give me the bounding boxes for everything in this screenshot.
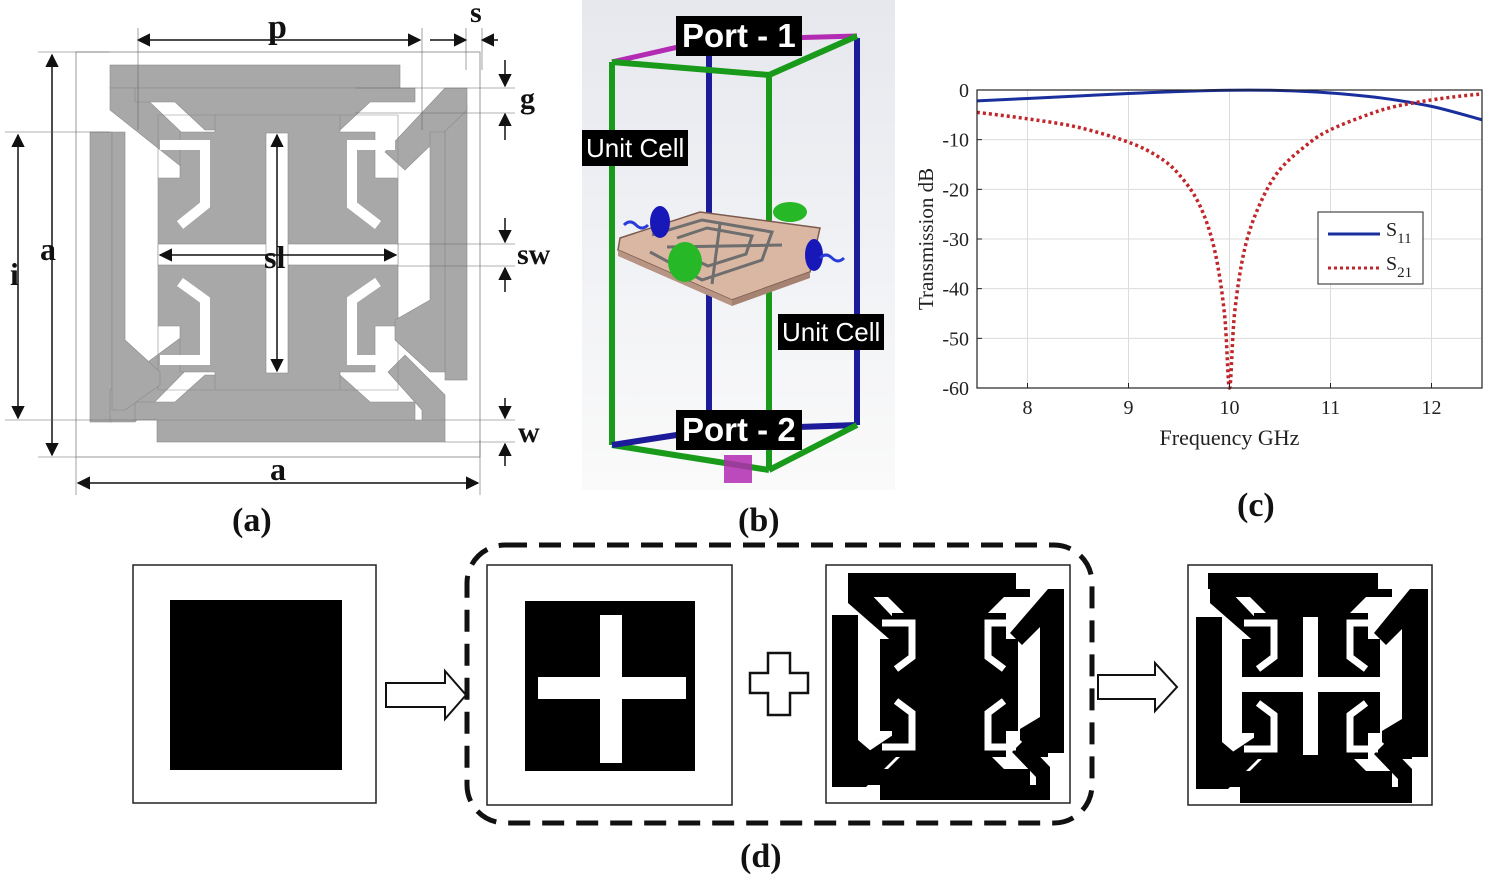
unit-cell-geometry-diagram: p s g a i sl sw w a <box>5 0 551 495</box>
unit-cell-label-right: Unit Cell <box>778 314 885 350</box>
caption-b: (b) <box>738 502 780 539</box>
step-cross-slot-patch <box>486 564 733 806</box>
transmission-chart: 8 9 10 11 12 0 -10 -20 -30 -40 -50 -60 Frequency GH… <box>914 80 1483 450</box>
label-p: p <box>268 9 287 46</box>
x-tick-label: 8 <box>1023 397 1033 419</box>
label-g: g <box>520 82 535 115</box>
plus-icon <box>748 651 810 717</box>
label-a-bottom: a <box>270 451 286 487</box>
label-i: i <box>10 256 19 292</box>
chart-ticks: 8 9 10 11 12 0 -10 -20 -30 -40 -50 -60 <box>942 80 1441 419</box>
arrow-icon <box>385 668 468 722</box>
panel-c: 8 9 10 11 12 0 -10 -20 -30 -40 -50 -60 Frequency GH… <box>905 70 1490 460</box>
step-outer-pattern <box>825 564 1071 804</box>
x-tick-label: 12 <box>1422 397 1442 419</box>
panel-d <box>0 535 1493 883</box>
caption-a: (a) <box>232 502 272 539</box>
corner-slots <box>160 140 395 365</box>
metal-pattern <box>89 64 468 443</box>
label-sl: sl <box>264 239 285 275</box>
caption-c: (c) <box>1237 487 1275 524</box>
panel-b: Port - 1 Port - 2 Unit Cell Unit Cell <box>582 0 895 490</box>
panel-a: p s g a i sl sw w a <box>0 0 580 545</box>
y-tick-label: 0 <box>959 80 969 102</box>
port-2-label: Port - 2 <box>676 410 802 450</box>
x-tick-label: 9 <box>1124 397 1134 419</box>
arrow-icon <box>1097 660 1179 714</box>
y-tick-label: -20 <box>942 179 969 201</box>
label-a-left: a <box>40 231 56 267</box>
plot-frame <box>976 89 1483 389</box>
step-solid-patch <box>132 564 377 804</box>
y-tick-label: -10 <box>942 130 969 152</box>
y-axis-label: Transmission dB <box>914 168 938 310</box>
label-sw: sw <box>517 238 551 271</box>
x-axis-label: Frequency GHz <box>1160 425 1300 450</box>
y-tick-label: -40 <box>942 279 969 301</box>
y-tick-label: -50 <box>942 328 969 350</box>
y-tick-label: -30 <box>942 229 969 251</box>
legend-box <box>1317 211 1424 285</box>
x-tick-label: 10 <box>1220 397 1240 419</box>
step-final-unit-cell <box>1187 564 1433 806</box>
label-w: w <box>518 416 540 449</box>
port-1-label: Port - 1 <box>676 16 802 56</box>
label-s: s <box>470 0 482 29</box>
dashed-group-box <box>464 542 1095 826</box>
caption-d: (d) <box>740 838 782 875</box>
series-line-s21 <box>976 92 1483 390</box>
design-evolution-diagram <box>132 542 1433 826</box>
y-tick-label: -60 <box>942 378 969 400</box>
x-tick-label: 11 <box>1321 397 1340 419</box>
simulation-setup-3d <box>609 33 860 483</box>
unit-cell-label-left: Unit Cell <box>582 130 689 166</box>
substrate-outline <box>75 51 481 458</box>
